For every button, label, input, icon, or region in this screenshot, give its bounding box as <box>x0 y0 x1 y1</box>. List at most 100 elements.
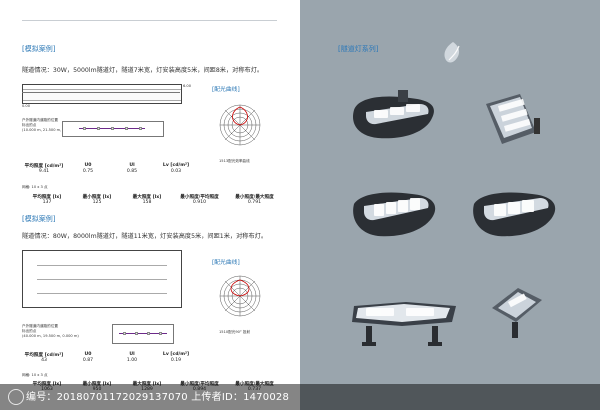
table-cell: 1289 <box>141 387 153 392</box>
table-cell: 950 <box>92 387 102 392</box>
analysis-point <box>135 332 138 335</box>
polar-grid <box>219 275 261 317</box>
table-row: 43 0.87 1.00 0.19 <box>22 358 242 363</box>
table-illuminance-2: 平均照度 [lx] 最小照度 [lx] 最大照度 [lx] 最小照度/平均照度 … <box>22 381 282 392</box>
light-distribution-chart-1 <box>216 101 264 149</box>
table-cell: 0.910 <box>192 200 207 205</box>
section-2-title: [模拟案例] <box>22 215 56 223</box>
analysis-diagram-2 <box>112 324 174 344</box>
tunnel-centerline <box>22 92 180 93</box>
table-header-row: 平均照度 [cd/m²] U0 Ul Lv [cd/m²] <box>22 163 242 169</box>
road1-label-2: 0.00 <box>22 104 31 108</box>
tunnel-light-product-6 <box>482 280 548 346</box>
polar-curve <box>232 106 248 126</box>
table-header-cell: 平均照度 [cd/m²] <box>24 353 64 358</box>
analysis-coords: (10.000 m, 21.500 m, 0.000 m) <box>22 128 79 132</box>
tunnel-line <box>37 265 167 266</box>
right-section-title: [隧道灯系列] <box>338 45 379 53</box>
tunnel-light-product-2 <box>476 88 546 158</box>
polar-grid <box>219 104 261 146</box>
table-row: 1063 950 1289 0.894 0.737 <box>22 387 282 392</box>
table-cell: 137 <box>42 200 52 205</box>
table-header-row: 平均照度 [lx] 最小照度 [lx] 最大照度 [lx] 最小照度/平均照度 … <box>22 381 282 387</box>
table-cell: 0.19 <box>170 358 182 363</box>
table-header-cell: 最小照度 [lx] <box>82 195 112 200</box>
tunnel-plan-2 <box>22 250 182 308</box>
table-cell: 1.00 <box>126 358 138 363</box>
curve-caption-1: 1513配光效率曲线 <box>219 159 250 163</box>
analysis-label-2: 标出的点 <box>22 123 37 127</box>
grid-label-2: 网格: 10 x 3 点 <box>22 373 48 377</box>
section-2-description: 隧道情况：80W，8000lm隧道灯，隧道11米宽，灯安装高度5米，间距1米，对… <box>22 233 268 240</box>
tunnel-light-product-1 <box>348 88 440 148</box>
analysis-label: 户外隧道内道路的位置 <box>22 118 58 122</box>
analysis-diagram-1 <box>62 121 164 137</box>
table-header-cell: Lv [cd/m²] <box>162 352 190 357</box>
table-header-cell: 最小照度/平均照度 <box>180 195 219 200</box>
tunnel-light-product-5 <box>348 292 458 348</box>
tunnel-plan-1 <box>22 84 182 104</box>
analysis-label: 户外隧道内道路的位置 <box>22 324 58 328</box>
table-illuminance-1: 平均照度 [lx] 最小照度 [lx] 最大照度 [lx] 最小照度/平均照度 … <box>22 194 282 205</box>
table-header-cell: 最大照度 [lx] <box>132 195 162 200</box>
table-cell: 125 <box>92 200 102 205</box>
analysis-point <box>147 332 150 335</box>
table-cell: 0.87 <box>82 358 94 363</box>
curve-caption-2: 1510配光90° 投射 <box>219 330 251 334</box>
table-luminance-1: 平均照度 [cd/m²] U0 Ul Lv [cd/m²] 9.41 0.75 … <box>22 163 242 174</box>
left-page: [模拟案例] 隧道情况：30W，5000lm隧道灯，隧道7米宽，灯安装高度5米，… <box>22 20 282 392</box>
table-header-cell: 最小照度 [lx] <box>82 382 112 387</box>
watermark-bar: 编号：20180701172029137070 上传者ID：1470028 <box>0 384 600 410</box>
table-header-cell: Lv [cd/m²] <box>162 163 190 168</box>
table-row: 137 125 158 0.910 0.791 <box>22 200 282 205</box>
table-cell: 43 <box>41 358 47 363</box>
section-1-description: 隧道情况：30W，5000lm隧道灯，隧道7米宽，灯安装高度5米，间距8米，对称… <box>22 67 264 74</box>
tunnel-line <box>37 279 167 280</box>
leaf-icon <box>439 40 467 72</box>
tunnel-light-product-3 <box>350 186 440 242</box>
curve-label-1: [配光曲线] <box>212 87 240 93</box>
analysis-line <box>119 333 167 334</box>
analysis-label-2: 标出的点 <box>22 329 37 333</box>
analysis-coords-2: (40.000 m, 19.500 m, 0.000 m) <box>22 334 79 338</box>
table-header-row: 平均照度 [lx] 最小照度 [lx] 最大照度 [lx] 最小照度/平均照度 … <box>22 194 282 200</box>
table-cell: 1063 <box>41 387 53 392</box>
table-header-row: 平均照度 [cd/m²] U0 Ul Lv [cd/m²] <box>22 352 242 358</box>
table-header-cell: U0 <box>84 352 92 357</box>
table-header-cell: 最小照度/最大照度 <box>235 195 274 200</box>
polar-curve <box>230 279 250 297</box>
table-cell: 0.03 <box>170 169 182 174</box>
watermark-text: 编号：20180701172029137070 上传者ID：1470028 <box>26 392 290 403</box>
analysis-point <box>125 127 128 130</box>
tunnel-lane-band <box>23 89 181 101</box>
table-header-cell: U0 <box>84 163 92 168</box>
table-cell: 0.85 <box>126 169 138 174</box>
table-header-cell: 平均照度 [cd/m²] <box>24 164 64 169</box>
road1-label-1: 6.00 <box>183 84 192 88</box>
grid-label-1: 网格: 10 x 3 点 <box>22 185 48 189</box>
analysis-point <box>139 127 142 130</box>
table-header-cell: Ul <box>129 352 135 357</box>
table-row: 9.41 0.75 0.85 0.03 <box>22 169 242 174</box>
light-distribution-chart-2 <box>216 272 264 320</box>
analysis-point <box>111 127 114 130</box>
watermark-logo-icon <box>8 389 24 405</box>
table-header-cell: 平均照度 [lx] <box>32 195 62 200</box>
analysis-point <box>83 127 86 130</box>
tunnel-line <box>37 293 167 294</box>
analysis-point <box>97 127 100 130</box>
table-cell: 0.894 <box>192 387 207 392</box>
section-1-title: [模拟案例] <box>22 45 56 53</box>
right-page: [隧道灯系列] <box>300 0 600 410</box>
table-cell: 9.41 <box>38 169 50 174</box>
analysis-point <box>123 332 126 335</box>
table-header-cell: 最小照度/平均照度 <box>180 382 219 387</box>
table-header-cell: 最大照度 [lx] <box>132 382 162 387</box>
table-header-cell: Ul <box>129 163 135 168</box>
table-cell: 0.791 <box>247 200 262 205</box>
curve-label-2: [配光曲线] <box>212 260 240 266</box>
top-divider <box>22 20 277 21</box>
table-header-cell: 平均照度 [lx] <box>32 382 62 387</box>
table-cell: 0.75 <box>82 169 94 174</box>
